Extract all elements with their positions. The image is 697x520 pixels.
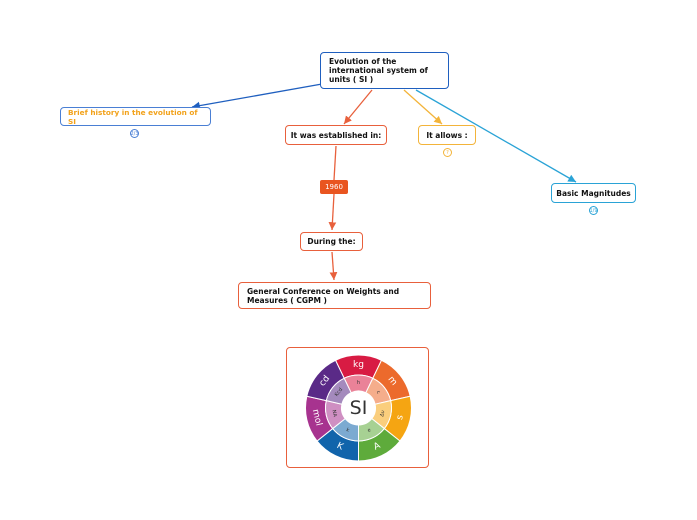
basic-collapse-counter[interactable]: 1/9 <box>589 206 598 215</box>
relationship-label-1960[interactable]: 1960 <box>320 180 348 194</box>
root-topic-label: Evolution of the international system of… <box>329 57 428 84</box>
basic-magnitudes-topic[interactable]: Basic Magnitudes <box>551 183 636 203</box>
basic-magnitudes-label: Basic Magnitudes <box>556 188 631 198</box>
allows-collapse-counter[interactable]: ? <box>443 148 452 157</box>
link-during-conference <box>329 251 338 281</box>
root-topic[interactable]: Evolution of the international system of… <box>320 52 449 89</box>
link-root-allows <box>403 89 443 125</box>
during-topic[interactable]: During the: <box>300 232 363 251</box>
conference-topic-label: General Conference on Weights and Measur… <box>247 286 400 305</box>
constant-label-4: k <box>345 427 350 434</box>
unit-label-s: s <box>395 414 406 421</box>
unit-label-A: A <box>372 441 383 453</box>
si-center <box>341 391 376 425</box>
allows-topic[interactable]: It allows : <box>418 125 476 145</box>
link-root-history <box>191 83 323 110</box>
link-badge-during <box>328 193 337 231</box>
established-topic-label: It was established in: <box>290 130 382 140</box>
link-established-badge <box>333 145 337 181</box>
constant-label-6: Kcd <box>334 387 344 398</box>
constant-segment-6 <box>325 377 352 405</box>
history-topic-label: Brief history in the evolution of SI <box>68 107 198 126</box>
unit-label-kg: kg <box>353 360 364 370</box>
history-topic[interactable]: Brief history in the evolution of SI <box>60 107 211 126</box>
constant-label-2: Δν <box>379 410 386 418</box>
during-topic-label: During the: <box>307 237 356 246</box>
constant-label-5: NA <box>330 409 338 418</box>
si-center-label: SI <box>350 397 368 419</box>
history-collapse-counter[interactable]: 2/3 <box>130 129 139 138</box>
constant-label-3: e <box>367 427 372 434</box>
unit-label-K: K <box>335 441 346 453</box>
constant-label-0: h <box>357 380 360 386</box>
link-root-established <box>343 89 373 125</box>
conference-topic[interactable]: General Conference on Weights and Measur… <box>238 282 431 309</box>
constant-label-1: c <box>375 389 382 395</box>
unit-label-mol: mol <box>310 408 323 427</box>
established-topic[interactable]: It was established in: <box>285 125 387 145</box>
link-root-basic <box>415 89 577 183</box>
allows-topic-label: It allows : <box>426 130 468 140</box>
